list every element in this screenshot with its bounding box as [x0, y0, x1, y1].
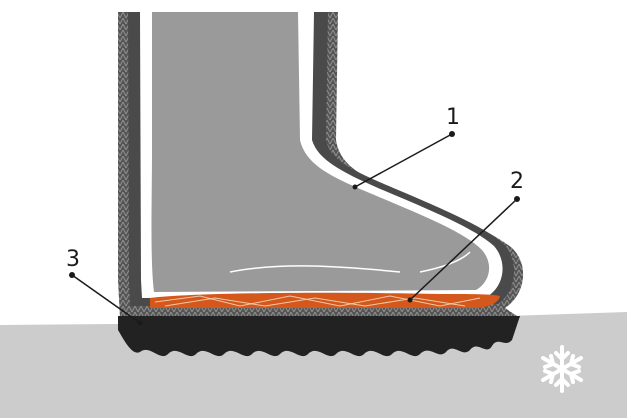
leader-dot-1-end [353, 185, 358, 190]
leader-dot-2-end [408, 298, 413, 303]
leader-dot-3 [69, 272, 75, 278]
leader-dot-1 [449, 131, 455, 137]
leader-dot-2 [514, 196, 520, 202]
leader-line-1 [355, 134, 452, 187]
sole [118, 316, 520, 356]
callout-3: 3 [66, 247, 80, 272]
callout-2: 2 [510, 169, 524, 194]
callout-1: 1 [446, 105, 460, 130]
leader-dot-3-end [138, 321, 143, 326]
